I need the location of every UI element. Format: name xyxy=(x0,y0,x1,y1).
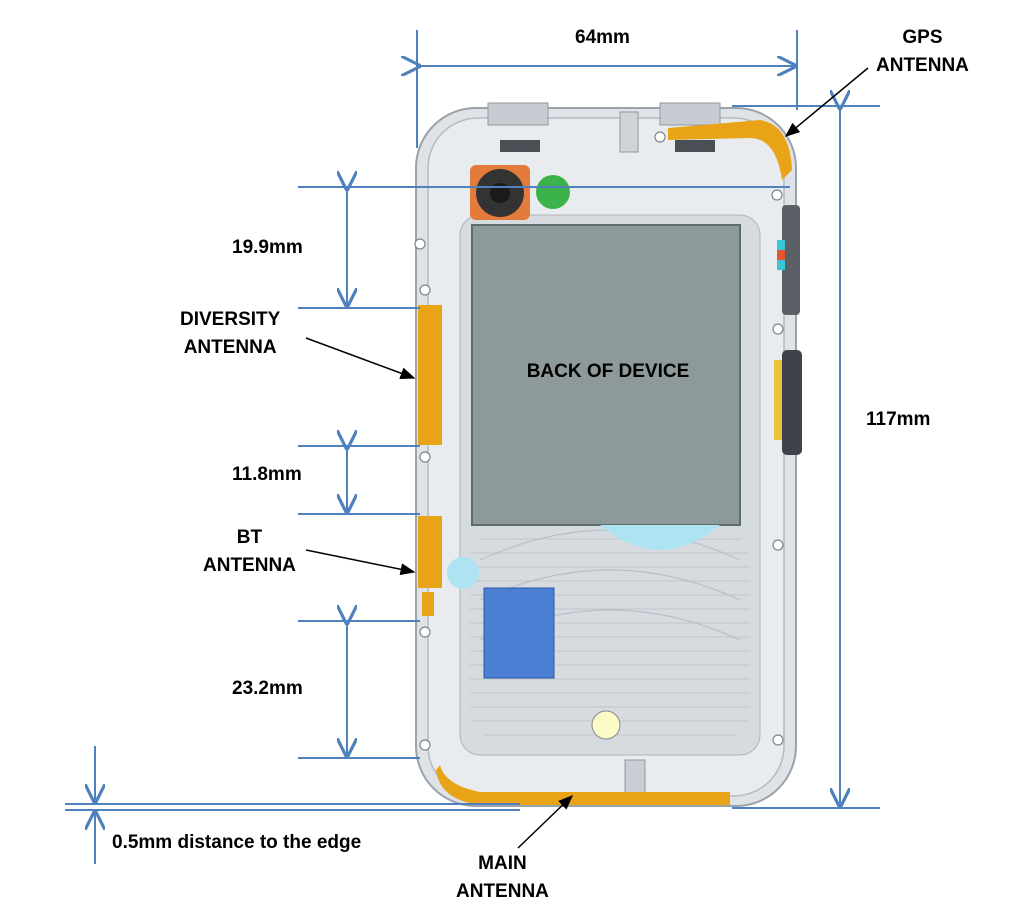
contact-pad xyxy=(447,557,479,589)
edge-distance-label: 0.5mm distance to the edge xyxy=(112,832,362,853)
bottom-connector xyxy=(624,759,646,796)
flash-icon xyxy=(536,175,570,209)
mounting-screws xyxy=(414,131,784,751)
callout-arrows xyxy=(305,67,869,849)
bt-antenna xyxy=(418,516,442,588)
main-antenna xyxy=(436,765,730,805)
side-buttons xyxy=(774,205,802,455)
height-dimension-label: 117mm xyxy=(866,409,931,430)
diversity-antenna xyxy=(418,305,442,445)
sim-slot xyxy=(483,587,555,679)
battery xyxy=(471,224,741,526)
speaker-port xyxy=(591,710,621,740)
dimension-lines xyxy=(65,30,880,864)
back-of-device-label: BACK OF DEVICE xyxy=(527,361,690,382)
antennas xyxy=(418,120,792,805)
gps-antenna xyxy=(668,120,792,180)
bt-gap-label: 11.8mm xyxy=(232,464,302,485)
camera-module xyxy=(470,165,530,220)
main-gap-label: 23.2mm xyxy=(232,678,303,699)
width-dimension-label: 64mm xyxy=(575,27,630,48)
diversity-gap-label: 19.9mm xyxy=(232,237,303,258)
battery-cutout xyxy=(600,525,720,550)
